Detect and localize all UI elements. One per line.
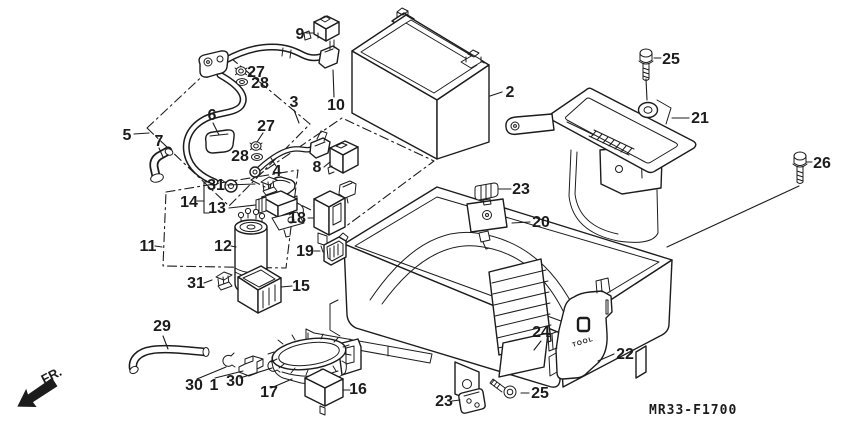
clip-31a bbox=[260, 176, 278, 196]
ground-cable bbox=[182, 50, 247, 193]
callouts: 5 7 6 9 27 28 27 28 3 10 4 8 2 25 21 26 … bbox=[123, 26, 831, 410]
callout-13: 13 bbox=[208, 200, 226, 217]
rubber-cup-17 bbox=[267, 332, 362, 385]
battery-box bbox=[305, 186, 673, 405]
callout-5: 5 bbox=[123, 127, 132, 144]
clip-23-bottom bbox=[458, 388, 486, 414]
callout-28b: 28 bbox=[231, 148, 249, 165]
hose-joint-1 bbox=[238, 355, 264, 377]
relay-16 bbox=[304, 368, 344, 416]
small-connector bbox=[338, 180, 357, 204]
callout-23a: 23 bbox=[512, 181, 530, 198]
clip-23-top bbox=[474, 182, 499, 206]
callout-21: 21 bbox=[691, 110, 709, 127]
callout-1: 1 bbox=[210, 377, 219, 394]
callout-11: 11 bbox=[140, 238, 157, 255]
sticker bbox=[498, 332, 549, 378]
callout-25b: 25 bbox=[531, 385, 549, 402]
callout-29: 29 bbox=[153, 318, 171, 335]
cable-cover-6 bbox=[204, 129, 235, 154]
callout-2: 2 bbox=[506, 84, 515, 101]
tool-lid: TOOL bbox=[547, 277, 613, 380]
callout-15: 15 bbox=[292, 278, 310, 295]
connector-9 bbox=[303, 15, 340, 42]
rubber-cover-15 bbox=[237, 265, 282, 314]
callout-4: 4 bbox=[273, 163, 282, 180]
hose-clamp-30a bbox=[222, 352, 236, 368]
callout-22: 22 bbox=[616, 346, 634, 363]
callout-6: 6 bbox=[208, 107, 217, 124]
relay-19 bbox=[323, 232, 349, 266]
callout-31a: 31 bbox=[207, 177, 225, 194]
callout-31b: 31 bbox=[187, 275, 205, 292]
positive-cable bbox=[249, 130, 331, 178]
relay-8 bbox=[327, 140, 359, 175]
battery bbox=[351, 7, 490, 160]
front-direction-arrow: FR. bbox=[17, 364, 64, 407]
terminal-nut-27a bbox=[234, 66, 248, 76]
callout-16: 16 bbox=[349, 381, 367, 398]
leader-lines bbox=[133, 32, 813, 402]
callout-14: 14 bbox=[180, 194, 198, 211]
diagram-code: MR33-F1700 bbox=[649, 403, 737, 418]
callout-26: 26 bbox=[813, 155, 831, 172]
callout-20: 20 bbox=[532, 214, 550, 231]
fuse-holder-13 bbox=[255, 190, 305, 238]
callout-24: 24 bbox=[532, 324, 550, 341]
callout-7: 7 bbox=[155, 133, 164, 150]
boot-7 bbox=[149, 146, 174, 183]
callout-27a: 27 bbox=[247, 64, 265, 81]
terminal-washer-28b bbox=[251, 153, 263, 161]
starter-cable-terminal bbox=[222, 39, 340, 69]
callout-30b: 30 bbox=[226, 373, 244, 390]
callout-17: 17 bbox=[260, 384, 278, 401]
callout-27b: 27 bbox=[257, 118, 275, 135]
callout-12: 12 bbox=[214, 238, 232, 255]
terminal-washer-28a bbox=[236, 78, 248, 86]
callout-23b: 23 bbox=[435, 393, 453, 410]
breather-hose-29 bbox=[128, 344, 210, 375]
group-box-cable5 bbox=[146, 53, 311, 207]
callout-10: 10 bbox=[327, 97, 345, 114]
relay-18 bbox=[313, 190, 346, 253]
bolt-25-bottom bbox=[489, 378, 517, 399]
callout-30a: 30 bbox=[185, 377, 203, 394]
front-direction-label: FR. bbox=[39, 364, 64, 387]
callout-25a: 25 bbox=[662, 51, 680, 68]
callout-3: 3 bbox=[290, 94, 299, 111]
battery-tray bbox=[505, 87, 697, 243]
callout-8: 8 bbox=[313, 159, 322, 176]
terminal-nut-27b bbox=[249, 141, 263, 151]
clip-31b bbox=[215, 271, 233, 291]
callout-28a: 28 bbox=[251, 75, 269, 92]
callout-18: 18 bbox=[288, 210, 306, 227]
callout-9: 9 bbox=[296, 26, 305, 43]
bolt-26 bbox=[666, 151, 808, 248]
callout-19: 19 bbox=[296, 243, 314, 260]
bolt-25-top bbox=[638, 48, 654, 101]
